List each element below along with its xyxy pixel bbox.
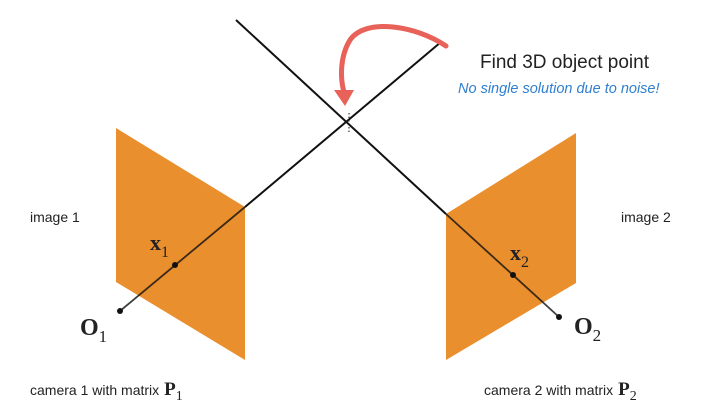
title-label: Find 3D object point: [480, 52, 650, 73]
camera-center-2-label: O2: [574, 314, 601, 345]
ray-2-through-plane: [445, 213, 560, 318]
image-1-label: image 1: [30, 209, 80, 225]
image-point-2-dot: [510, 272, 516, 278]
image-point-1-dot: [172, 262, 178, 268]
camera-center-1-label: O1: [80, 315, 107, 346]
ray-1-outer: [244, 41, 442, 208]
curved-arrow-icon: [339, 24, 449, 95]
camera-center-1-dot: [117, 308, 123, 314]
image-point-1-label: x1: [150, 230, 169, 261]
image-point-2-label: x2: [510, 240, 529, 271]
image-plane-1: [116, 128, 245, 360]
image-2-label: image 2: [621, 209, 671, 225]
image-plane-2: [446, 133, 576, 360]
arrowhead-icon: [334, 90, 354, 106]
camera-center-2-dot: [556, 314, 562, 320]
ray-1-through-plane: [119, 206, 246, 312]
ray-2-outer: [235, 19, 447, 215]
noise-note: No single solution due to noise!: [458, 81, 660, 97]
